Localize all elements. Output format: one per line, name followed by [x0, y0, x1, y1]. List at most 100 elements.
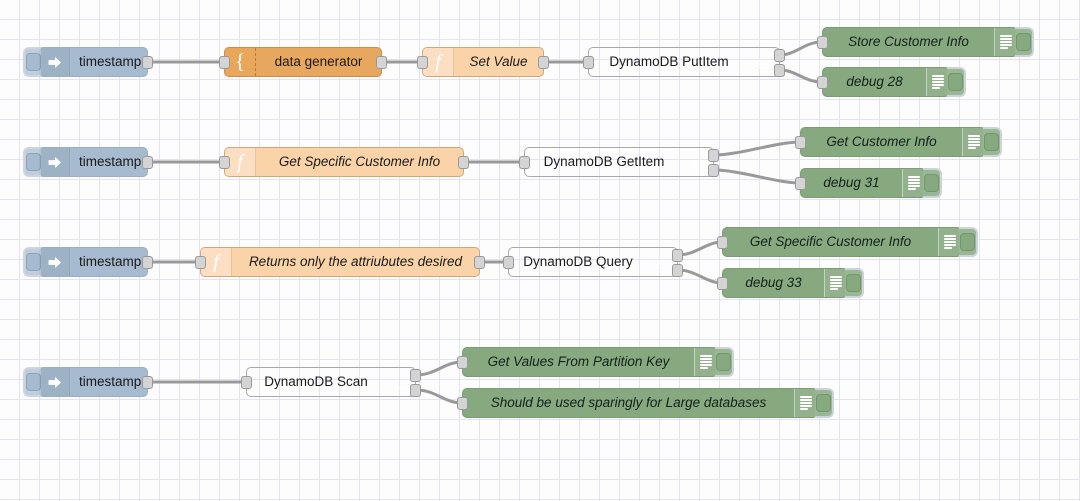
node-output-port-2[interactable] — [708, 164, 719, 177]
amazon-icon: a — [683, 148, 713, 176]
debug-get-values-from-partition-key[interactable]: Get Values From Partition Key — [457, 347, 734, 377]
debug-31[interactable]: debug 31 — [795, 168, 942, 198]
debug-toggle-button[interactable] — [947, 67, 966, 97]
debug-toggle-button[interactable] — [715, 347, 734, 377]
node-output-port-1[interactable] — [774, 49, 785, 62]
debug-33[interactable]: debug 33 — [717, 268, 864, 298]
node-label: timestamp — [79, 54, 142, 70]
node-label: Store Customer Info — [848, 34, 969, 50]
node-output-port-1[interactable] — [410, 369, 421, 382]
debug-toggle-inner — [960, 233, 975, 251]
inject-trigger-inner — [25, 253, 41, 271]
node-output-port[interactable] — [142, 156, 153, 169]
wire-dynamo3-out2-to-debug33[interactable] — [676, 268, 724, 285]
arrow-right-icon — [39, 368, 70, 396]
debug-toggle-button[interactable] — [845, 268, 864, 298]
inject-trigger-button[interactable] — [23, 47, 41, 77]
debug-lines-icon — [902, 169, 925, 197]
arrow-right-icon — [39, 148, 70, 176]
node-input-port[interactable] — [717, 277, 728, 290]
node-input-port[interactable] — [717, 236, 728, 249]
inject-trigger-button[interactable] — [23, 367, 41, 397]
node-input-port[interactable] — [583, 56, 594, 69]
debug-toggle-inner — [984, 133, 999, 151]
node-label: DynamoDB GetItem — [543, 154, 665, 170]
debug-28[interactable]: debug 28 — [817, 67, 966, 97]
brace-icon: { — [225, 48, 256, 76]
inject-trigger-button[interactable] — [23, 147, 41, 177]
node-output-port[interactable] — [142, 376, 153, 389]
wire-dynamo3-out1-to-debug[interactable] — [676, 240, 724, 257]
debug-lines-icon — [824, 269, 847, 297]
node-label: debug 33 — [745, 275, 802, 291]
inject-timestamp[interactable]: timestamp — [23, 147, 153, 177]
node-output-port-1[interactable] — [672, 249, 683, 262]
inject-trigger-inner — [25, 153, 41, 171]
svg-text:a: a — [656, 255, 662, 268]
wire-dynamo4-out1-to-debug[interactable] — [414, 360, 464, 377]
node-label: Get Specific Customer Info — [749, 234, 912, 250]
node-output-port[interactable] — [458, 156, 469, 169]
node-input-port[interactable] — [503, 256, 514, 269]
node-output-port[interactable] — [538, 56, 549, 69]
node-input-port[interactable] — [817, 36, 828, 49]
debug-lines-icon — [938, 228, 961, 256]
node-input-port[interactable] — [241, 376, 252, 389]
node-output-port[interactable] — [474, 256, 485, 269]
inject-trigger-button[interactable] — [23, 247, 41, 277]
node-label: Set Value — [469, 54, 528, 70]
wire-dynamo2-out1-to-debug[interactable] — [712, 140, 802, 157]
node-input-port[interactable] — [817, 76, 828, 89]
wire-dynamo-out2-to-debug28[interactable] — [778, 68, 824, 84]
debug-toggle-inner — [816, 394, 831, 412]
wire-dynamo-out1-to-debug[interactable] — [778, 40, 824, 57]
node-label: debug 28 — [846, 74, 903, 90]
node-output-port[interactable] — [142, 256, 153, 269]
inject-timestamp[interactable]: timestamp — [23, 47, 153, 77]
node-output-port[interactable] — [376, 56, 387, 69]
inject-timestamp[interactable]: timestamp — [23, 367, 153, 397]
dynamodb-get-item[interactable]: DynamoDB GetItem a — [519, 147, 719, 177]
node-input-port[interactable] — [219, 56, 230, 69]
debug-store-customer-info[interactable]: Store Customer Info — [817, 27, 1034, 57]
debug-get-specific-customer-info[interactable]: Get Specific Customer Info — [717, 227, 978, 257]
inject-timestamp[interactable]: timestamp — [23, 247, 153, 277]
debug-toggle-button[interactable] — [923, 168, 942, 198]
node-input-port[interactable] — [795, 177, 806, 190]
node-input-port[interactable] — [195, 256, 206, 269]
node-input-port[interactable] — [219, 156, 230, 169]
debug-toggle-inner — [846, 274, 861, 292]
node-output-port-2[interactable] — [672, 264, 683, 277]
debug-toggle-inner — [716, 353, 731, 371]
amazon-icon: a — [647, 248, 677, 276]
node-output-port-2[interactable] — [774, 64, 785, 77]
debug-toggle-button[interactable] — [959, 227, 978, 257]
template-data-generator[interactable]: {data generator — [219, 47, 387, 77]
debug-toggle-button[interactable] — [815, 388, 834, 418]
node-output-port[interactable] — [142, 56, 153, 69]
node-input-port[interactable] — [457, 356, 468, 369]
node-output-port-1[interactable] — [708, 149, 719, 162]
wire-dynamo2-out2-to-debug31[interactable] — [712, 168, 802, 185]
debug-get-customer-info[interactable]: Get Customer Info — [795, 127, 1002, 157]
node-label: timestamp — [79, 154, 142, 170]
arrow-right-icon — [39, 248, 70, 276]
node-input-port[interactable] — [795, 136, 806, 149]
svg-text:a: a — [692, 155, 698, 168]
node-output-port-2[interactable] — [410, 384, 421, 397]
node-input-port[interactable] — [417, 56, 428, 69]
node-input-port[interactable] — [519, 156, 530, 169]
node-label: Get Specific Customer Info — [278, 154, 441, 170]
debug-toggle-button[interactable] — [983, 127, 1002, 157]
debug-toggle-button[interactable] — [1015, 27, 1034, 57]
debug-should-be-used-sparingly[interactable]: Should be used sparingly for Large datab… — [457, 388, 834, 418]
wire-dynamo4-out2-to-debug[interactable] — [414, 388, 464, 405]
node-input-port[interactable] — [457, 397, 468, 410]
